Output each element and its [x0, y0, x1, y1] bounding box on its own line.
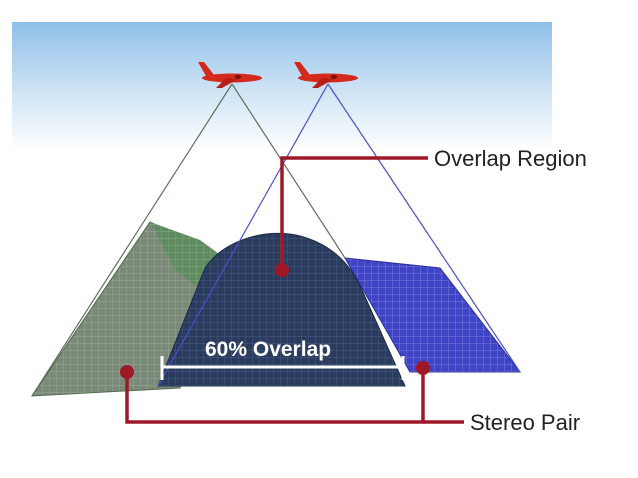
- overlap-region-pointer: [275, 156, 428, 277]
- airplane-icon: [294, 62, 358, 88]
- overlap-region-terrain: [157, 232, 406, 387]
- overlap-percent-label: 60% Overlap: [205, 338, 331, 361]
- stereo-pair-pointer: [120, 361, 464, 424]
- overlap-width-marker: [160, 356, 405, 380]
- airplane-icon: [198, 62, 262, 88]
- overlap-region-label: Overlap Region: [434, 146, 587, 171]
- left-view-cone: [31, 83, 346, 397]
- stereo-pair-label: Stereo Pair: [470, 410, 580, 435]
- right-view-cone: [157, 83, 521, 387]
- sky-background: [12, 22, 552, 150]
